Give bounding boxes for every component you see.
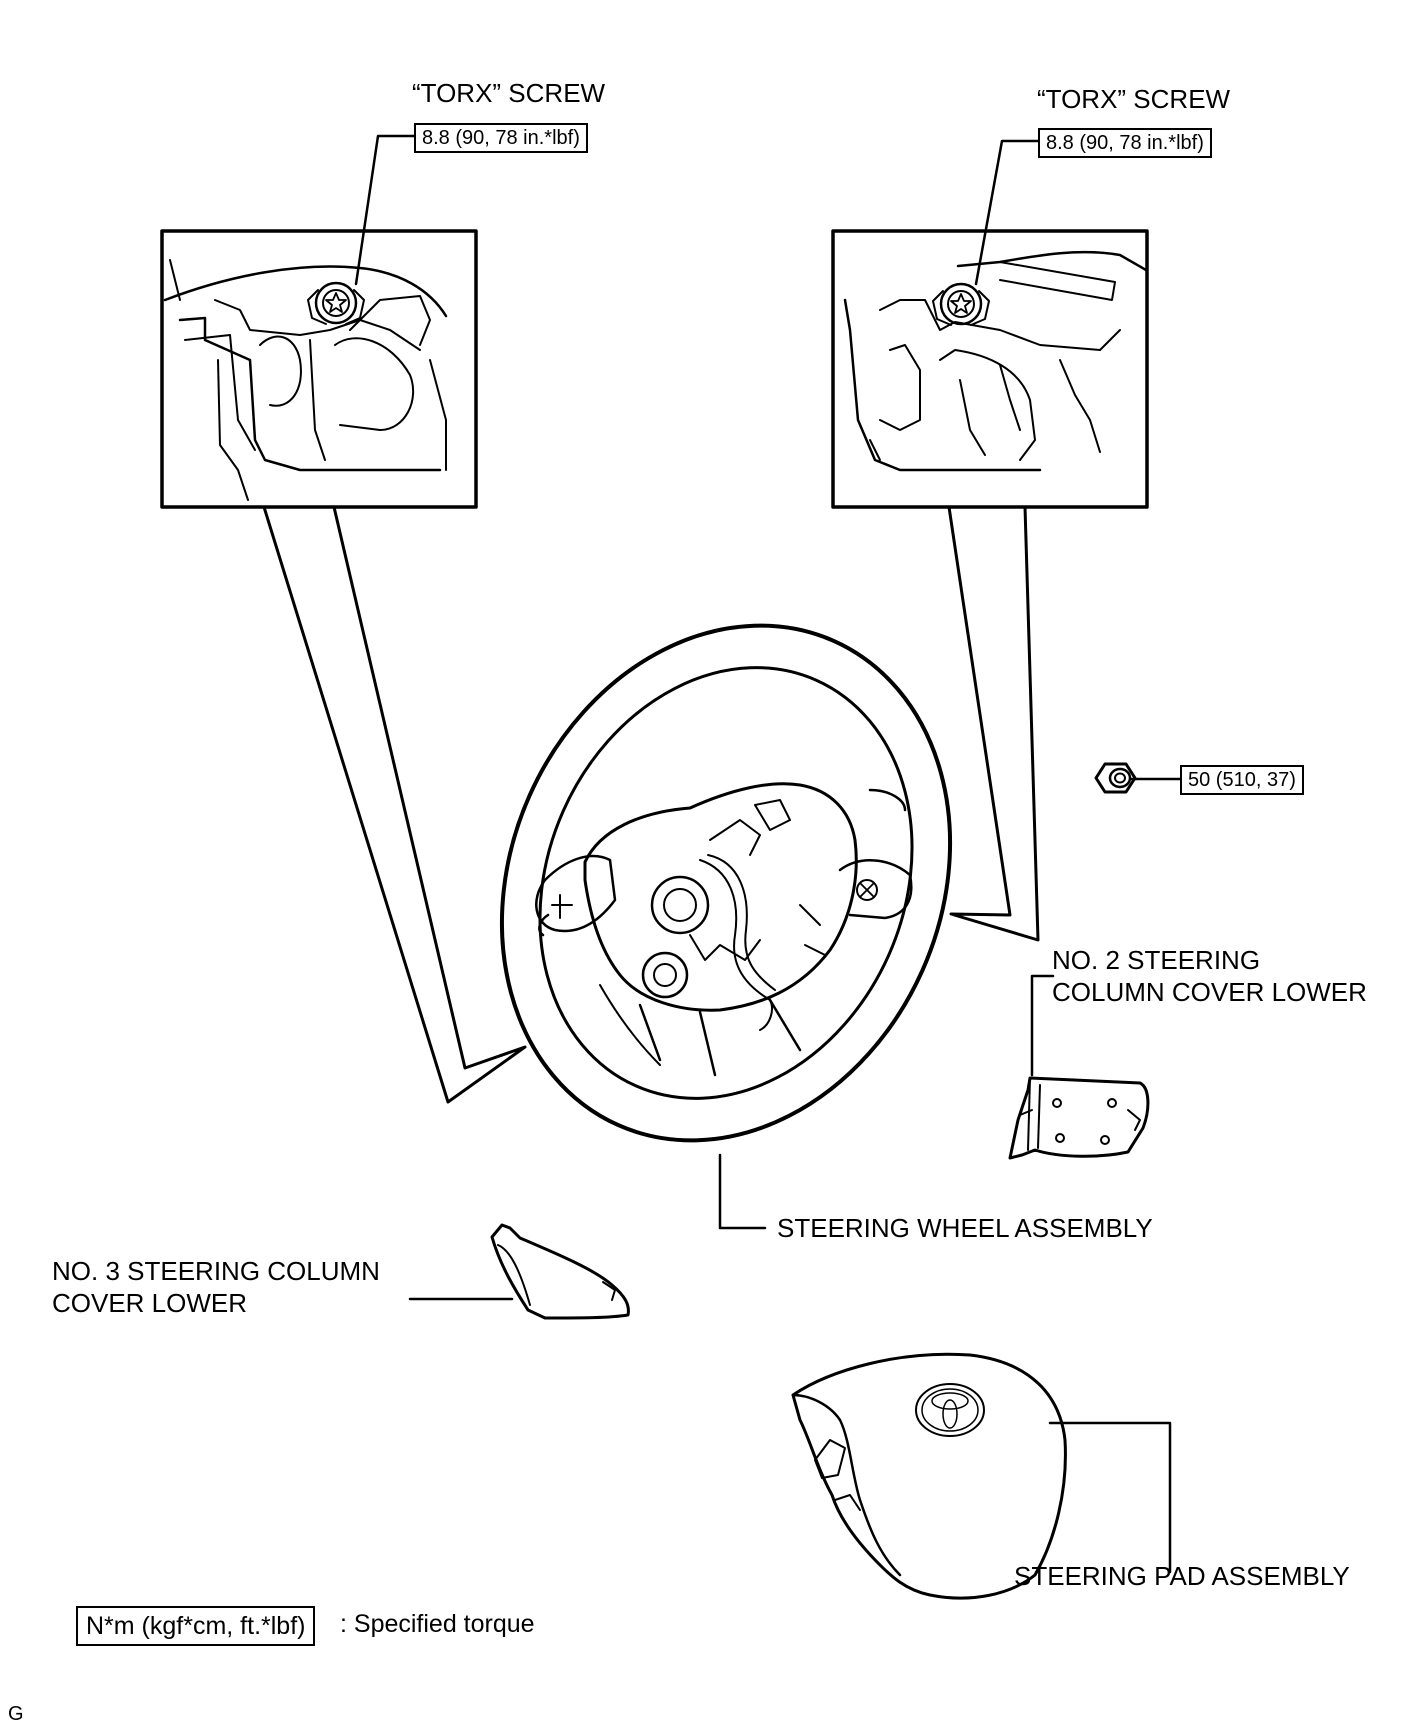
legend-specified-torque-text: : Specified torque — [340, 1610, 535, 1638]
no2-cover-drawing — [1008, 1076, 1150, 1160]
nut-torque-box: 50 (510, 37) — [1180, 765, 1304, 795]
right-torx-leader — [974, 139, 1042, 286]
legend-torque-unit-box: N*m (kgf*cm, ft.*lbf) — [76, 1606, 316, 1646]
left-inset-detail — [160, 229, 527, 1104]
no3-cover-label-line1: NO. 3 STEERING COLUMN — [52, 1256, 380, 1286]
torque-box-left: 8.8 (90, 78 in.*lbf) — [414, 123, 588, 153]
steering-wheel-leader — [718, 1153, 767, 1230]
no2-cover-label-line2: COLUMN COVER LOWER — [1052, 977, 1367, 1007]
steering-pad-label: STEERING PAD ASSEMBLY — [1014, 1561, 1350, 1591]
toyota-emblem-icon — [915, 1383, 985, 1437]
steering-pad-leader — [1048, 1421, 1172, 1574]
nut-drawing — [1094, 762, 1186, 794]
torx-screw-label-right: “TORX” SCREW — [1037, 84, 1231, 114]
no2-cover-label-line1: NO. 2 STEERING — [1052, 945, 1261, 975]
steering-wheel-label: STEERING WHEEL ASSEMBLY — [777, 1213, 1153, 1243]
corner-mark: G — [8, 1703, 24, 1725]
torque-box-right: 8.8 (90, 78 in.*lbf) — [1038, 128, 1212, 158]
steering-pad-drawing — [791, 1352, 1067, 1600]
right-inset-detail — [831, 229, 1149, 942]
torx-screw-label-left: “TORX” SCREW — [412, 78, 606, 108]
no3-cover-label-line2: COVER LOWER — [52, 1288, 248, 1318]
steering-wheel-drawing — [499, 623, 953, 1143]
no3-cover-drawing — [490, 1223, 630, 1320]
no2-cover-leader — [1030, 974, 1055, 1077]
left-torx-leader — [354, 134, 416, 286]
